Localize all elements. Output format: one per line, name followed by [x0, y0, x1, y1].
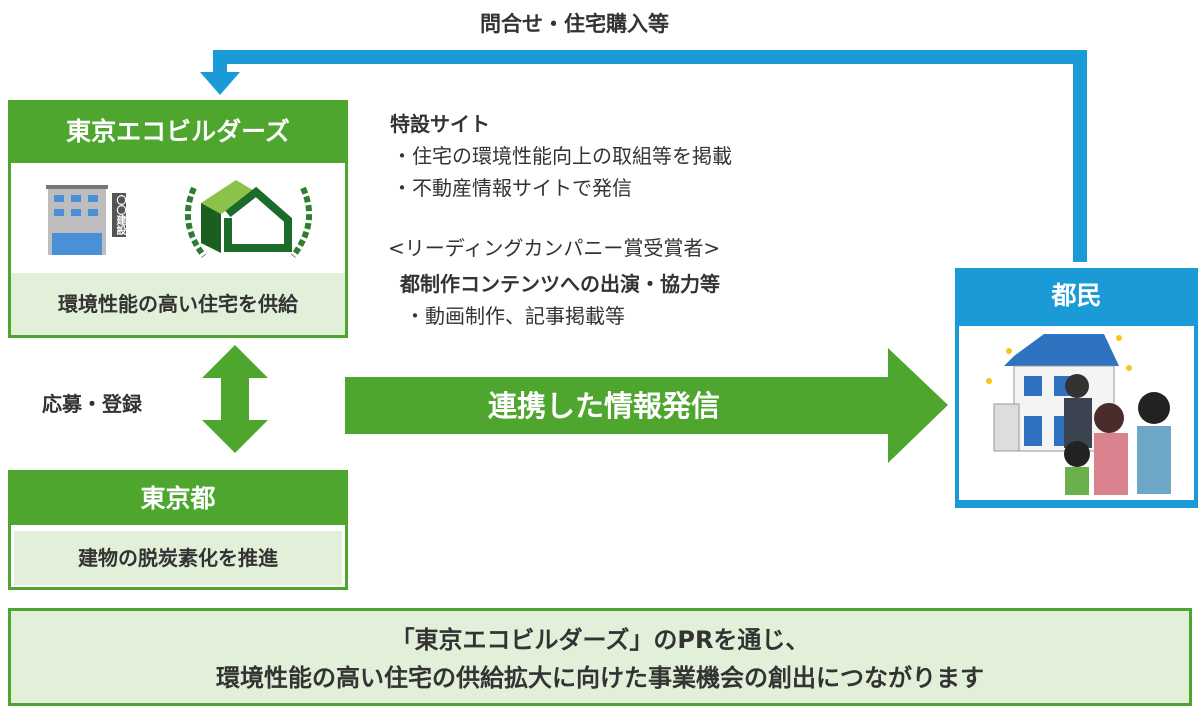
double-arrow [202, 345, 268, 453]
tokyo-box: 東京都 建物の脱炭素化を推進 [8, 470, 348, 590]
summary-line-1: 「東京エコビルダーズ」のPRを通じ、 [390, 626, 810, 654]
info-arrow [345, 348, 948, 463]
award-item: ・動画制作、記事掲載等 [405, 304, 625, 328]
citizens-image [959, 326, 1194, 500]
builders-caption: 環境性能の高い住宅を供給 [11, 273, 345, 335]
builders-images: 〇〇建設 [11, 163, 345, 273]
tokyo-caption: 建物の脱炭素化を推進 [14, 531, 342, 585]
arrow-label: 連携した情報発信 [488, 389, 721, 423]
building-icon [46, 185, 108, 255]
builders-title: 東京エコビルダーズ [11, 103, 345, 163]
award-subtitle: 都制作コンテンツへの出演・協力等 [400, 272, 720, 296]
tokyo-title: 東京都 [11, 473, 345, 525]
site-item: ・不動産情報サイトで発信 [392, 176, 632, 200]
family-house-illustration [986, 334, 1171, 495]
citizens-box: 都民 [955, 268, 1198, 508]
summary-line-2: 環境性能の高い住宅の供給拡大に向けた事業機会の創出につながります [216, 664, 984, 692]
summary-box: 「東京エコビルダーズ」のPRを通じ、 環境性能の高い住宅の供給拡大に向けた事業機… [8, 608, 1192, 706]
top-label: 問合せ・住宅購入等 [480, 12, 669, 36]
award-title: <リーディングカンパニー賞受賞者> [388, 236, 721, 260]
citizens-title: 都民 [1051, 281, 1102, 310]
apply-label: 応募・登録 [42, 392, 142, 416]
eco-builders-logo [185, 180, 312, 258]
building-sign-text: 〇〇建設 [112, 193, 126, 237]
site-item: ・住宅の環境性能向上の取組等を掲載 [392, 144, 732, 168]
site-title: 特設サイト [390, 112, 490, 136]
builders-box: 東京エコビルダーズ 〇〇建設 環境性能の高い住宅を供給 [8, 100, 348, 338]
